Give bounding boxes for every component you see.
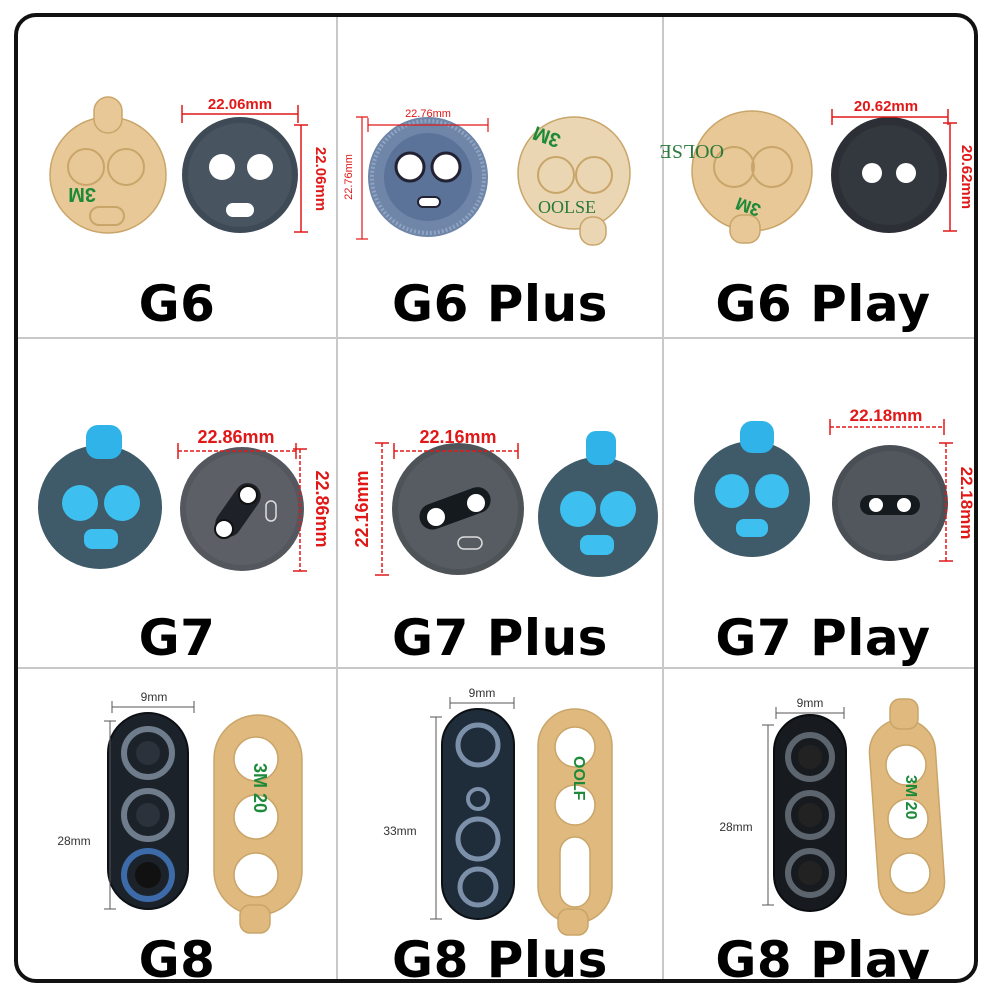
height-label: 28mm [719, 820, 752, 834]
camera-lens-glass [441, 708, 515, 920]
height-dimension [943, 122, 957, 232]
model-title: G7 Plus [392, 609, 608, 667]
width-dimension [367, 118, 489, 132]
height-dimension [294, 124, 308, 233]
cell-g7-play: 22.18mm 22.18mm G7 Play [664, 339, 976, 667]
camera-lens-glass [182, 117, 298, 233]
model-title: G8 [138, 931, 216, 983]
height-label: 20.62mm [958, 145, 975, 209]
product-grid: 3M 22.06mm 22.06mm G6 [14, 13, 978, 983]
height-label: 22.86mm [312, 470, 332, 547]
model-title: G6 [138, 275, 216, 333]
width-label: 22.86mm [197, 427, 274, 447]
sticker-print: OOLSE [538, 197, 596, 217]
sticker-print: 3M [68, 183, 96, 205]
cell-g6: 3M 22.06mm 22.06mm G6 [18, 17, 336, 337]
sticker-print: OOLSE [660, 140, 724, 162]
grid-divider [18, 337, 974, 339]
model-title: G8 Plus [392, 931, 608, 983]
model-title: G7 Play [715, 609, 931, 667]
model-title: G6 Plus [392, 275, 608, 333]
adhesive-sticker: OOLF [537, 708, 613, 936]
width-label: 9mm [141, 690, 168, 704]
cell-g7: 22.86mm 22.86mm G7 [18, 339, 336, 667]
camera-lens-glass [831, 117, 947, 233]
grid-divider [18, 667, 974, 669]
sticker-print: OOLF [570, 756, 587, 801]
adhesive-sticker: 3M 20 [868, 698, 946, 916]
height-dimension [939, 442, 953, 562]
sticker-print: 3M 20 [902, 775, 919, 820]
camera-lens-glass [392, 443, 524, 575]
width-label: 22.18mm [850, 406, 923, 425]
camera-lens-glass [368, 117, 488, 237]
width-dimension [177, 443, 297, 459]
adhesive-sticker: 3M [49, 96, 167, 234]
width-dimension [393, 443, 519, 459]
height-dimension [356, 116, 368, 240]
cell-g7-plus: 22.16mm 22.16mm G7 Plus [338, 339, 662, 667]
height-dimension [104, 720, 116, 910]
width-label: 9mm [797, 696, 824, 710]
height-label: 22.18mm [957, 467, 976, 540]
height-label: 22.06mm [312, 147, 329, 211]
camera-lens-glass [107, 712, 189, 910]
width-dimension [775, 707, 845, 719]
grid-divider [662, 17, 664, 979]
height-label: 33mm [383, 824, 416, 838]
grid-divider [336, 17, 338, 979]
cell-g8-plus: OOLF 9mm 33mm G8 Plus [338, 669, 662, 983]
model-title: G7 [138, 609, 216, 667]
width-label: 22.06mm [208, 96, 272, 113]
height-dimension [293, 448, 307, 572]
adhesive-sticker [38, 425, 162, 569]
height-label: 22.16mm [352, 470, 372, 547]
sticker-print: 3M 20 [250, 763, 270, 813]
cell-g8: 3M 20 9mm 28mm G8 [18, 669, 336, 983]
width-dimension [829, 419, 945, 435]
adhesive-sticker [694, 421, 810, 557]
height-dimension [762, 724, 774, 906]
camera-lens-glass [832, 445, 948, 561]
height-label: 28mm [57, 834, 90, 848]
cell-g8-play: 3M 20 9mm 28mm G8 Play [664, 669, 974, 983]
width-label: 22.76mm [405, 108, 451, 120]
adhesive-sticker [538, 431, 658, 577]
width-dimension [449, 697, 515, 709]
height-label: 22.76mm [343, 154, 355, 200]
width-label: 9mm [469, 686, 496, 700]
adhesive-sticker: OOLSE 3M [660, 110, 813, 244]
camera-lens-glass [180, 447, 304, 571]
height-dimension [375, 442, 389, 576]
cell-g6-play: OOLSE 3M 20.62mm 20.62mm G6 Play [660, 17, 975, 337]
camera-lens-glass [773, 714, 847, 912]
width-dimension [111, 701, 195, 713]
width-label: 22.16mm [419, 427, 496, 447]
adhesive-sticker: 3M OOLSE [517, 116, 631, 246]
model-title: G6 Play [715, 275, 931, 333]
height-dimension [430, 716, 442, 920]
model-title: G8 Play [715, 931, 931, 983]
adhesive-sticker: 3M 20 [213, 714, 303, 934]
width-dimension [181, 105, 299, 123]
cell-g6-plus: 3M OOLSE 22.76mm 22.76mm G6 Plus [338, 17, 662, 337]
width-label: 20.62mm [854, 98, 918, 115]
